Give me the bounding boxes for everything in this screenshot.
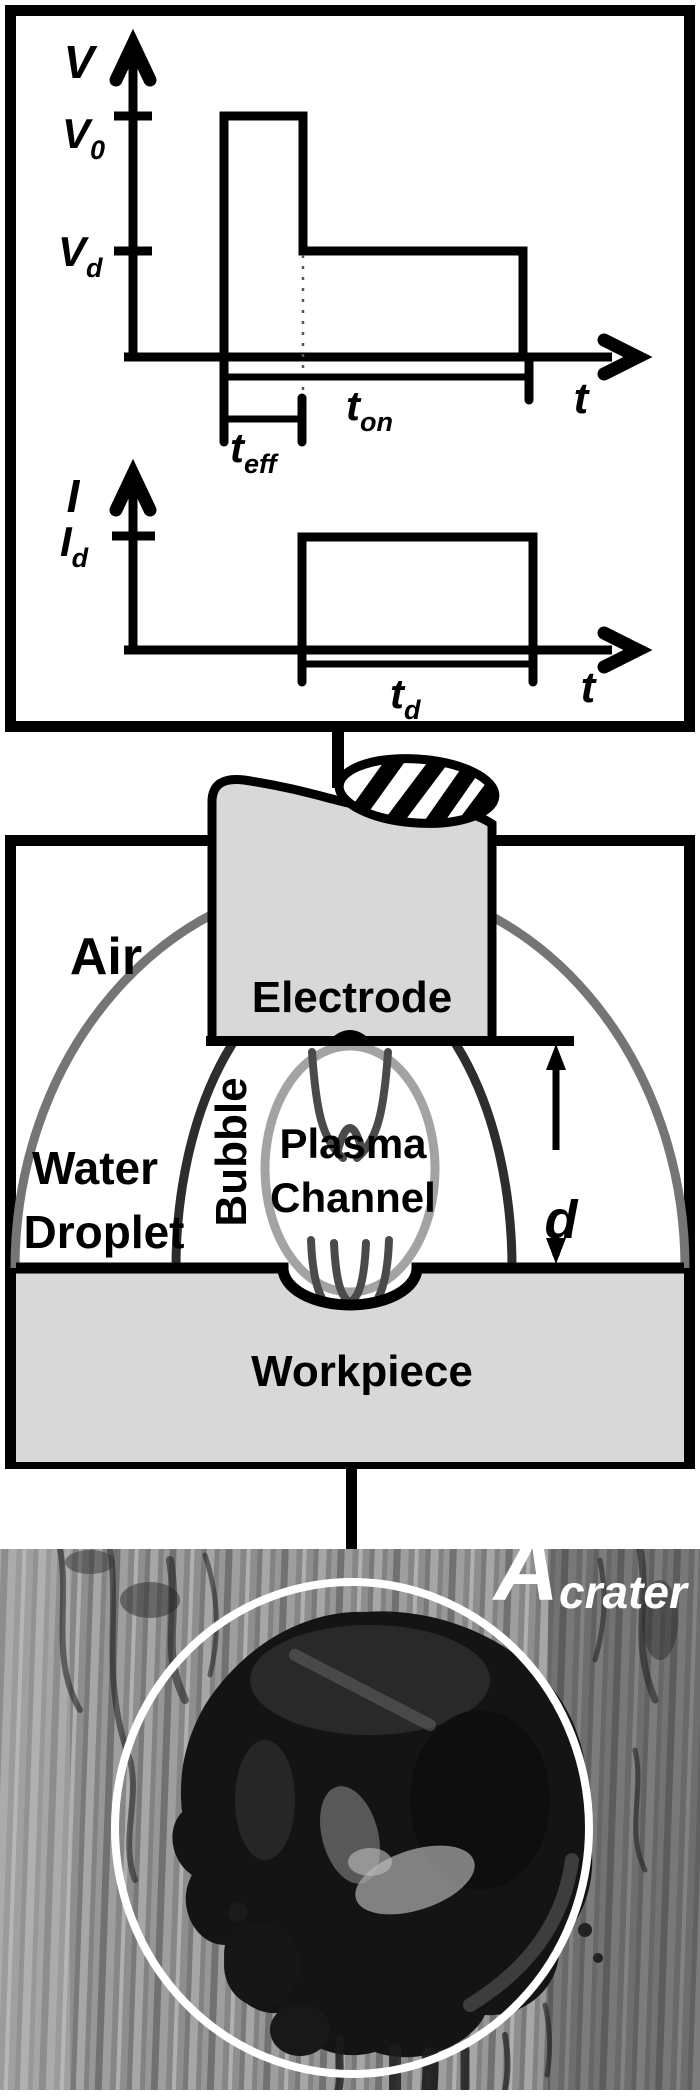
electrode-top-cut (334, 753, 500, 829)
electrode-shape (206, 753, 574, 1046)
plasma-root-bump (324, 1030, 376, 1046)
air-label: Air (70, 928, 142, 986)
water-label-line2: Droplet (24, 1206, 185, 1258)
teff-label: teff (230, 424, 280, 479)
discharge-schematic-panel: d Air Electrode Bubble Plasma Channel Wa… (5, 753, 695, 1469)
water-label-line1: Water (32, 1142, 158, 1194)
plasma-channel-outline (260, 1041, 440, 1297)
surface-blotch (65, 1550, 115, 1574)
panel-connector-bottom (346, 1464, 357, 1549)
pulse-waveform-panel: V V0 Vd t ton teff I Id t td (5, 5, 695, 732)
voltage-pulse-trace (219, 111, 528, 357)
vd-label: Vd (58, 228, 103, 283)
gap-label: d (545, 1190, 579, 1250)
v0-label: V0 (62, 110, 105, 165)
surface-blotch (642, 1580, 678, 1660)
current-time-label: t (581, 663, 598, 712)
voltage-plot: V V0 Vd t ton teff (58, 28, 653, 479)
crater-area-label: Acrater (492, 1520, 689, 1620)
current-t-axis-arrowhead (597, 626, 653, 674)
electrode-label: Electrode (252, 973, 453, 1022)
id-label: Id (60, 518, 89, 573)
micrograph-left-highlight (0, 1549, 70, 2090)
current-y-axis-arrowhead (109, 458, 157, 517)
voltage-time-label: t (574, 374, 591, 423)
plasma-label-line2: Channel (270, 1174, 436, 1221)
gap-dimension: d (545, 1044, 579, 1264)
td-label: td (390, 670, 421, 725)
crater-micrograph: Acrater (0, 1520, 700, 2090)
current-pulse-trace (297, 532, 538, 650)
ton-label: ton (346, 382, 393, 437)
workpiece-surface-line (16, 1262, 684, 1311)
current-plot: I Id t td (60, 458, 653, 725)
surface-blotch (120, 1582, 180, 1618)
current-axis-label: I (67, 470, 81, 522)
voltage-axis-label: V (64, 36, 98, 88)
crater-blob (172, 1611, 603, 2058)
voltage-t-axis-arrowhead (597, 333, 653, 381)
bubble-label: Bubble (207, 1077, 256, 1226)
crater-area-circle (111, 1578, 593, 2078)
gap-arrow-up (546, 1044, 566, 1070)
workpiece-label: Workpiece (251, 1347, 473, 1396)
waveform-panel-border (5, 5, 695, 732)
voltage-y-axis-arrowhead (109, 28, 157, 87)
plasma-label-line1: Plasma (279, 1120, 427, 1167)
gap-arrow-down (546, 1238, 566, 1264)
